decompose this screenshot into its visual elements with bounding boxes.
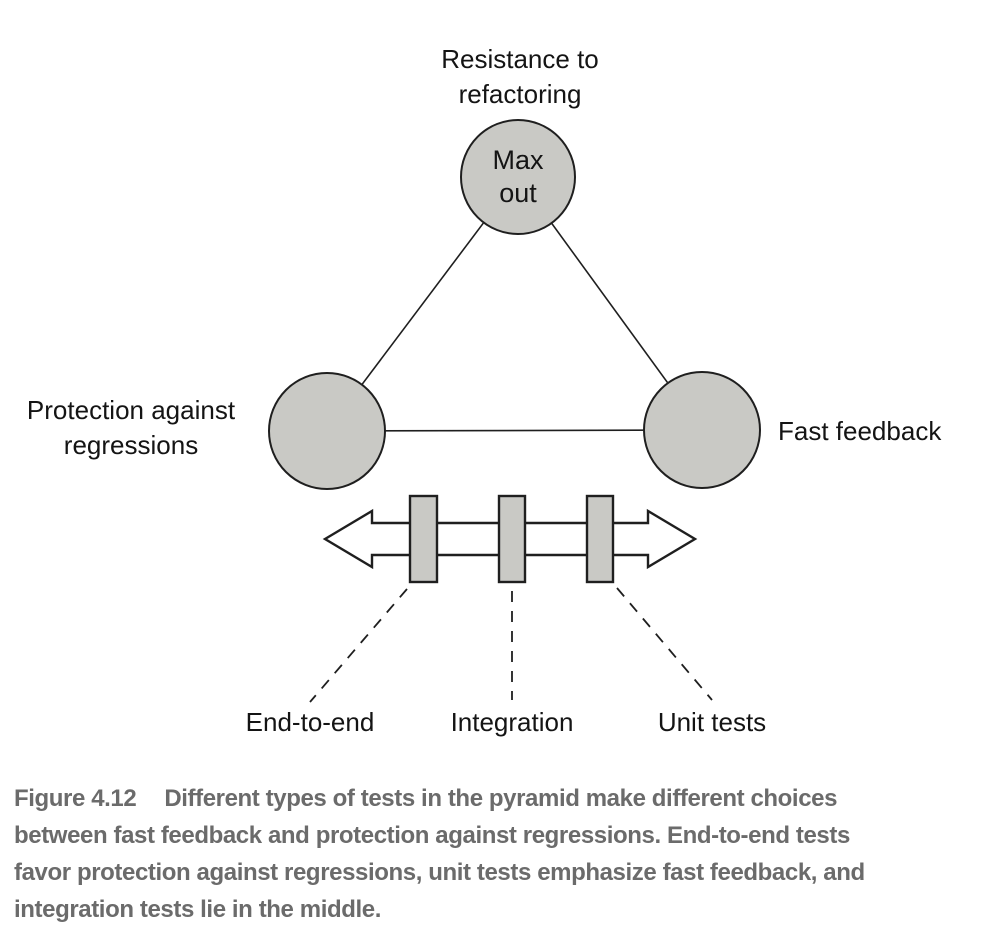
top-vertex-circle xyxy=(460,119,576,235)
left-vertex-label: Protection against regressions xyxy=(26,395,236,460)
leader-unit-tests xyxy=(616,587,713,701)
slider-end-to-end xyxy=(408,494,439,584)
axis-label-unit-tests: Unit tests xyxy=(657,707,767,737)
axis-label-end-to-end: End-to-end xyxy=(245,707,375,737)
triangle-diagram xyxy=(268,119,761,703)
leader-end-to-end xyxy=(309,588,408,703)
top-vertex-value: Max out xyxy=(492,145,544,208)
figure-caption-text: Different types of tests in the pyramid … xyxy=(14,785,865,923)
right-vertex-label: Fast feedback xyxy=(778,416,942,446)
slider-unit-tests xyxy=(585,494,615,584)
axis-label-integration: Integration xyxy=(450,707,574,737)
edge-bottom xyxy=(326,429,703,432)
left-vertex-circle xyxy=(268,372,386,490)
figure-caption-number: Figure 4.12 xyxy=(14,785,137,812)
top-vertex-label: Resistance to refactoring xyxy=(441,44,599,109)
slider-integration xyxy=(497,494,527,584)
right-vertex-circle xyxy=(643,371,761,489)
